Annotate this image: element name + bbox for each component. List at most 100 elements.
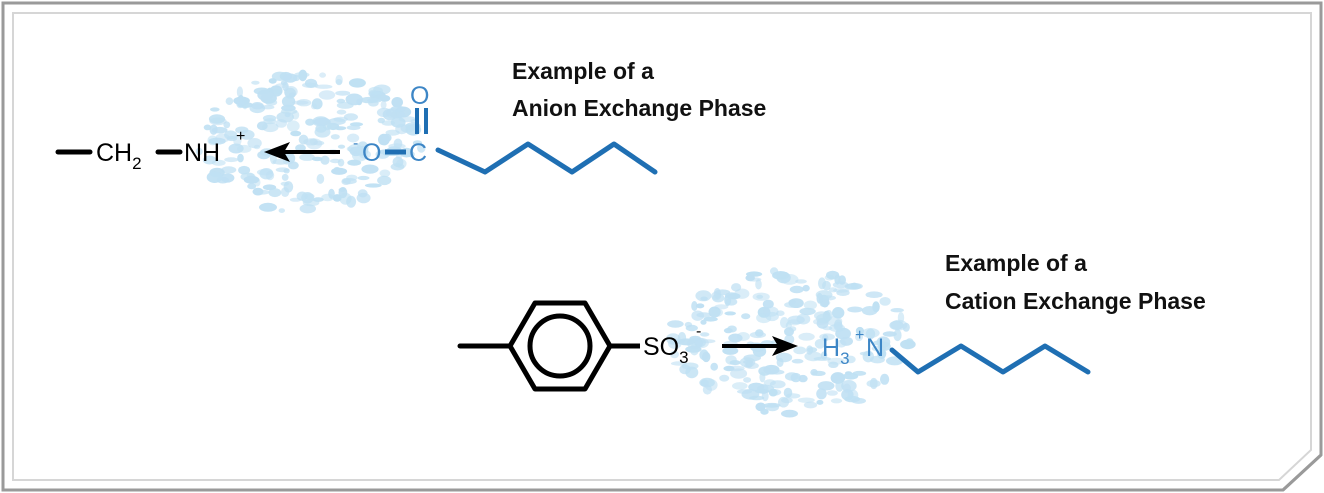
cloud-speck: [320, 155, 330, 165]
cloud-speck: [364, 183, 382, 188]
anion-heading-line1: Example of a: [512, 58, 654, 84]
cloud-speck: [770, 267, 779, 276]
cloud-speck: [667, 320, 684, 328]
cloud-speck: [321, 193, 334, 202]
cation-h-charge: +: [855, 327, 864, 344]
cloud-speck: [741, 313, 751, 320]
cloud-speck: [752, 345, 767, 358]
cloud-speck: [224, 130, 238, 140]
cloud-speck: [292, 100, 309, 105]
cloud-speck: [811, 370, 826, 376]
cloud-speck: [714, 304, 729, 310]
cloud-speck: [756, 294, 764, 299]
cloud-speck: [695, 303, 705, 309]
cloud-speck: [832, 307, 845, 319]
cloud-speck: [879, 297, 891, 306]
cloud-speck: [859, 351, 873, 356]
cloud-speck: [712, 293, 725, 303]
cloud-speck: [330, 134, 340, 140]
cloud-speck: [347, 133, 360, 143]
cloud-speck: [759, 371, 766, 383]
cation-alkyl-chain: [889, 343, 1091, 375]
cloud-speck: [702, 351, 711, 363]
cloud-speck: [345, 93, 363, 106]
anion-o-double-text: O: [410, 82, 429, 110]
cloud-speck: [247, 138, 262, 149]
cloud-speck: [379, 169, 391, 178]
cation-interaction-arrowhead: [772, 336, 798, 356]
anion-ch-text: CH2: [96, 139, 142, 173]
cloud-speck: [798, 374, 808, 383]
cloud-speck: [407, 151, 415, 158]
cation-n-text: N: [866, 334, 884, 362]
anion-o-minus-charge: -: [353, 135, 358, 152]
cloud-speck: [329, 158, 341, 164]
cloud-speck: [732, 382, 748, 390]
cloud-speck: [745, 274, 755, 282]
cation-heading-line2: Cation Exchange Phase: [945, 288, 1206, 314]
anion-exchange-group: Example of a Anion Exchange Phase CH2 NH…: [55, 58, 766, 175]
cloud-speck: [253, 87, 270, 95]
cloud-speck: [729, 360, 741, 366]
cation-heading-line1: Example of a: [945, 250, 1087, 276]
cloud-speck: [262, 114, 277, 122]
cloud-speck: [339, 192, 352, 205]
cloud-speck: [259, 202, 277, 212]
cloud-speck: [744, 362, 759, 370]
frame-inner-shadow: [12, 12, 1312, 481]
cloud-speck: [789, 285, 804, 294]
cloud-speck: [283, 73, 298, 83]
cloud-speck: [666, 333, 681, 345]
cloud-speck: [349, 122, 364, 127]
cloud-speck: [280, 187, 290, 198]
cloud-speck: [203, 124, 212, 131]
cloud-speck: [368, 90, 382, 96]
cloud-speck: [793, 346, 807, 355]
cloud-speck: [869, 355, 885, 364]
cloud-speck: [817, 381, 835, 391]
cloud-speck: [390, 117, 406, 128]
cloud-speck: [382, 133, 392, 142]
cloud-speck: [768, 388, 778, 397]
cloud-speck: [842, 383, 851, 394]
cloud-speck: [207, 135, 218, 146]
cloud-speck: [847, 306, 863, 313]
cation-exchange-group: Example of a Cation Exchange Phase SO3 -…: [457, 250, 1206, 392]
cloud-speck: [724, 311, 736, 316]
cloud-speck: [816, 292, 823, 304]
cloud-speck: [755, 279, 762, 290]
cloud-speck: [312, 197, 324, 202]
cloud-speck: [818, 277, 826, 290]
cloud-speck: [296, 191, 308, 201]
anion-analyte-cloud: [195, 69, 426, 214]
cloud-speck: [376, 107, 392, 118]
cloud-speck: [328, 117, 346, 126]
cloud-speck: [211, 126, 228, 134]
cloud-speck: [225, 97, 234, 105]
cloud-speck: [316, 173, 325, 184]
cloud-speck: [824, 274, 835, 281]
cloud-speck: [847, 389, 859, 401]
cloud-speck: [816, 313, 831, 324]
cloud-speck: [725, 298, 738, 306]
cloud-speck: [893, 329, 902, 342]
cloud-speck: [797, 397, 815, 403]
frame-corner-fold: [1281, 453, 1323, 492]
cloud-speck: [396, 158, 407, 169]
cloud-speck: [319, 72, 326, 78]
cloud-speck: [866, 379, 881, 388]
cloud-speck: [265, 99, 278, 106]
cloud-speck: [850, 282, 858, 290]
anion-interaction-arrowhead: [264, 142, 290, 162]
anion-nh-charge: +: [236, 128, 245, 145]
cloud-speck: [763, 379, 776, 386]
cloud-speck: [337, 144, 346, 149]
cloud-speck: [835, 380, 844, 392]
cloud-speck: [795, 279, 807, 284]
benzene-aromatic-circle: [527, 313, 593, 379]
cloud-speck: [865, 328, 876, 340]
cloud-speck: [761, 391, 769, 402]
cloud-speck: [288, 161, 299, 170]
cloud-speck: [743, 377, 752, 383]
